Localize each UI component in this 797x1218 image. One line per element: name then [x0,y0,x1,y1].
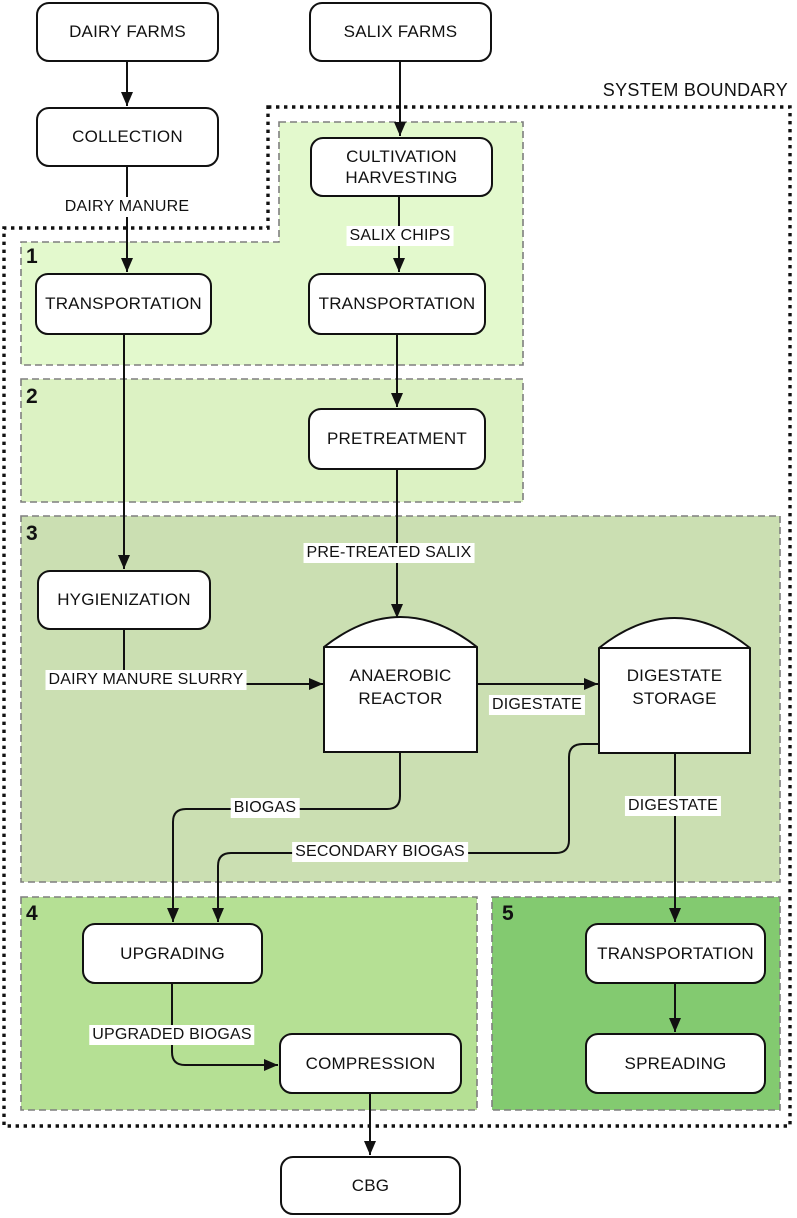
flow-label-pretreated-salix: PRE-TREATED SALIX [303,543,475,563]
flow-label-secondary-biogas: SECONDARY BIOGAS [292,842,468,862]
path-upgrading-to-compression [171,984,278,1071]
node-cultivation-harvesting: CULTIVATION HARVESTING [310,137,493,197]
reactor-line1: ANAEROBIC [349,666,452,686]
flow-label-upgraded-biogas: UPGRADED BIOGAS [89,1025,255,1045]
storage-line2: STORAGE [632,689,717,708]
node-pretreatment: PRETREATMENT [308,408,486,470]
node-spreading: SPREADING [585,1033,766,1094]
flow-label-salix-chips: SALIX CHIPS [346,226,454,246]
zone-4-number: 4 [26,902,38,925]
node-transportation-digestate: TRANSPORTATION [585,923,766,984]
flow-label-dairy-manure-slurry: DAIRY MANURE SLURRY [45,670,247,690]
node-transportation-manure: TRANSPORTATION [35,273,212,335]
node-dairy-farms: DAIRY FARMS [36,2,219,62]
flow-label-biogas: BIOGAS [230,798,300,818]
zone-1-number: 1 [26,245,38,268]
reactor-line2: REACTOR [358,689,443,708]
node-transportation-salix: TRANSPORTATION [308,273,486,335]
node-cbg: CBG [280,1156,461,1215]
digestate-storage-tank [598,617,751,754]
cultivation-line1: CULTIVATION [346,146,457,166]
cultivation-line2: HARVESTING [345,168,458,187]
system-boundary-outline [2,105,792,1128]
node-upgrading: UPGRADING [82,923,263,984]
zone-3-number: 3 [26,522,38,545]
node-salix-farms: SALIX FARMS [309,2,492,62]
node-collection: COLLECTION [36,107,219,167]
zone-2-number: 2 [26,385,38,408]
node-hygienization: HYGIENIZATION [37,570,211,630]
anaerobic-reactor-tank [323,616,478,753]
path-secondary-biogas-to-upgrading [212,743,599,922]
zone-5-number: 5 [502,902,514,925]
node-digestate-storage-label: DIGESTATE STORAGE [599,652,750,724]
flow-label-dairy-manure: DAIRY MANURE [61,197,193,217]
storage-line1: DIGESTATE [626,666,723,686]
system-boundary-label: SYSTEM BOUNDARY [602,80,788,100]
flow-label-digestate-reactor: DIGESTATE [488,695,586,715]
node-anaerobic-reactor-label: ANAEROBIC REACTOR [324,652,477,724]
flow-label-digestate-storage: DIGESTATE [624,796,722,816]
node-compression: COMPRESSION [279,1033,462,1094]
